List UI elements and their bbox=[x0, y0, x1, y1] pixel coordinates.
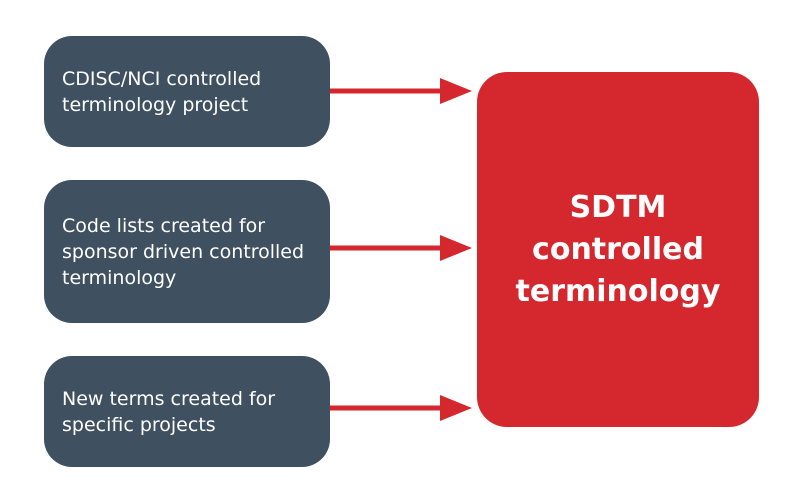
source-box-new-terms: New terms created for specific projects bbox=[44, 356, 330, 467]
source-box-label: Code lists created for sponsor driven co… bbox=[62, 214, 305, 289]
arrow-3-to-target bbox=[330, 395, 472, 421]
arrow-2-to-target bbox=[330, 235, 472, 261]
source-box-label: CDISC/NCI controlled terminology project bbox=[62, 67, 262, 116]
source-box-cdisc-nci: CDISC/NCI controlled terminology project bbox=[44, 36, 330, 147]
source-box-sponsor-code-lists: Code lists created for sponsor driven co… bbox=[44, 180, 330, 323]
target-box-label: SDTM controlled terminology bbox=[515, 189, 721, 309]
arrow-1-to-target bbox=[330, 78, 472, 104]
source-box-label: New terms created for specific projects bbox=[62, 387, 276, 436]
target-box-sdtm: SDTM controlled terminology bbox=[477, 72, 759, 427]
